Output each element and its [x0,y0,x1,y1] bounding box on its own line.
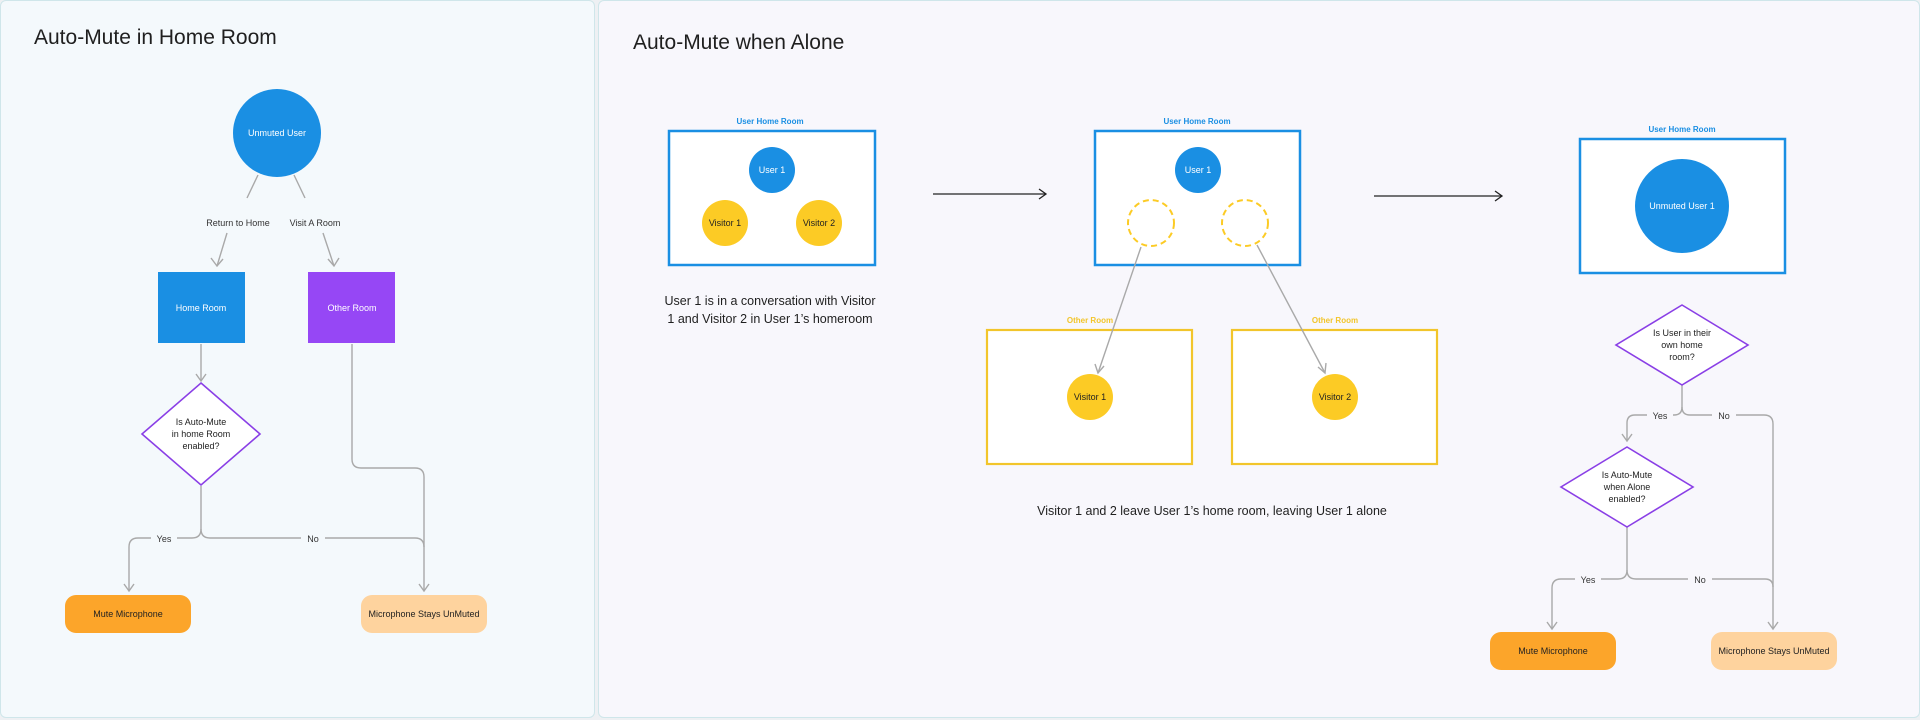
right-diagram: Auto-Mute when Alone User Home Room User… [633,31,1837,670]
edge-other-to-stays [351,344,425,591]
scene2-other-room-label-a: Other Room [1067,316,1113,325]
auto-mute-decision-node [140,381,262,487]
mic-stays-unmuted-label: Microphone Stays UnMuted [368,609,479,619]
scene3-edge-label-yes1: Yes [1653,411,1668,421]
scene2-room-label: User Home Room [1163,117,1230,126]
scene2-visitor1-node [1067,374,1113,420]
decision-line-1: Is Auto-Mute [176,417,227,427]
arrowhead [327,257,340,268]
scene2-user-node [1175,147,1221,193]
scene1-visitor2-node [796,200,842,246]
scene3-room-label: User Home Room [1648,125,1715,134]
scene1-visitor2-label: Visitor 2 [803,218,835,228]
edge-label-visit-room: Visit A Room [290,218,341,228]
scene3-decision1-line-1: Is User in their [1653,328,1711,338]
scene3-decision1-line-2: own home [1661,340,1703,350]
scene2-visitor1-label: Visitor 1 [1074,392,1106,402]
unmuted-user-label: Unmuted User [248,128,306,138]
edge-label-return-home: Return to Home [206,218,270,228]
mic-stays-unmuted-node [361,595,487,633]
decision-line-2: in home Room [172,429,231,439]
scene3-home-room-decision [1614,304,1750,386]
scene3-edge-label-yes2: Yes [1581,575,1596,585]
scene3-edge-label-no1: No [1718,411,1730,421]
scene3-mic-stays-unmuted-label: Microphone Stays UnMuted [1718,646,1829,656]
arrowhead [1494,190,1504,202]
edge-label-yes: Yes [157,534,172,544]
mute-microphone-node [65,595,191,633]
scene3-decision2-line-1: Is Auto-Mute [1602,470,1653,480]
right-panel: Auto-Mute when Alone User Home Room User… [598,0,1920,718]
scene1-visitor1-label: Visitor 1 [709,218,741,228]
arrowhead [1767,621,1779,631]
visitor1-move-path [1097,246,1142,374]
arrowhead [1621,433,1633,443]
scene2-empty-slot-2 [1221,199,1269,247]
edge-visit-room-bottom [322,232,335,267]
edge-return-home-bottom [216,232,228,267]
scene2-visitor2-label: Visitor 2 [1319,392,1351,402]
scene3-mute-microphone-node [1490,632,1616,670]
scene3-decision2-line-3: enabled? [1608,494,1645,504]
visitor2-move-path [1256,244,1326,374]
arrowhead [1317,362,1327,375]
decision-line-3: enabled? [182,441,219,451]
scene3-mute-microphone-label: Mute Microphone [1518,646,1588,656]
scene3-edge-no1 [1681,406,1774,629]
arrowhead [1038,188,1048,200]
scene2-user-label: User 1 [1185,165,1212,175]
scene2-other-room-label-b: Other Room [1312,316,1358,325]
edge-visit-room-top [293,174,306,199]
scene3-decision1-line-3: room? [1669,352,1695,362]
unmuted-user-node [233,89,321,177]
home-room-node [158,272,245,343]
other-room-label: Other Room [327,303,376,313]
scene1-user-node [749,147,795,193]
left-diagram: Auto-Mute in Home Room Return to Home Vi… [34,26,487,633]
arrowhead [418,583,430,593]
scene1-user-label: User 1 [759,165,786,175]
left-panel: Auto-Mute in Home Room Return to Home Vi… [0,0,595,718]
mute-microphone-label: Mute Microphone [93,609,163,619]
edge-label-no: No [307,534,319,544]
scene1-caption-line-1: User 1 is in a conversation with Visitor [665,294,876,308]
scene2-visitor2-node [1312,374,1358,420]
left-title: Auto-Mute in Home Room [34,26,277,49]
right-title: Auto-Mute when Alone [633,31,844,54]
scene2-caption: Visitor 1 and 2 leave User 1’s home room… [1037,504,1387,518]
scene2-empty-slot-1 [1127,199,1175,247]
scene1-visitor1-node [702,200,748,246]
home-room-label: Home Room [176,303,227,313]
arrowhead [123,583,135,593]
scene3-decision2-line-2: when Alone [1603,482,1651,492]
scene1-caption-line-2: 1 and Visitor 2 in User 1’s homeroom [667,312,872,326]
scene3-unmuted-user-node [1635,159,1729,253]
scene1-room-label: User Home Room [736,117,803,126]
arrowhead [1546,621,1558,631]
other-room-node [308,272,395,343]
scene3-alone-decision [1559,446,1695,528]
scene3-mic-stays-unmuted-node [1711,632,1837,670]
arrowhead [195,373,207,383]
edge-return-home-top [246,174,259,199]
arrowhead [1094,363,1105,375]
scene3-unmuted-user-label: Unmuted User 1 [1649,201,1715,211]
scene3-edge-label-no2: No [1694,575,1706,585]
arrowhead [210,257,224,268]
